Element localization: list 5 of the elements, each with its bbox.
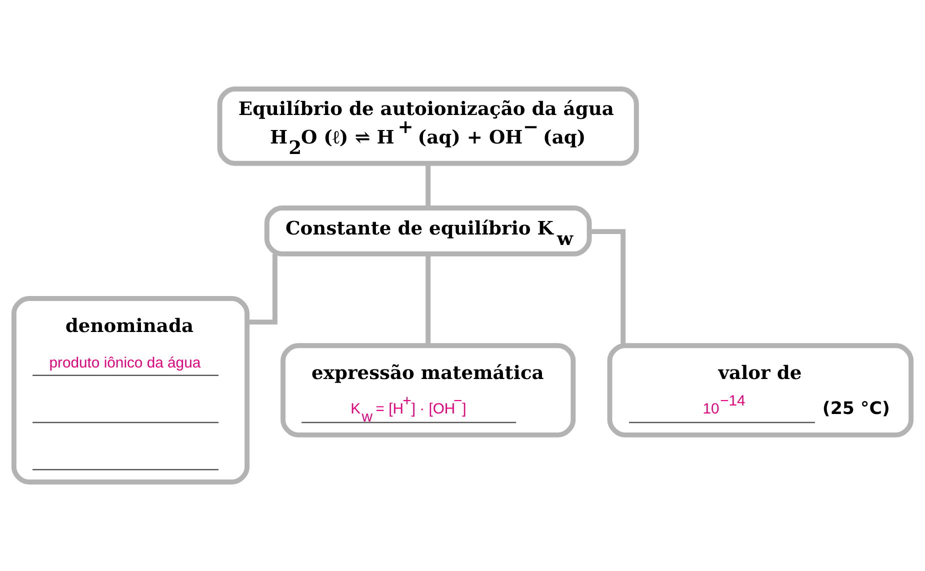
connector (590, 229, 626, 346)
node-box: denominada produto iônico da água (11, 296, 250, 485)
connector (247, 254, 278, 325)
connector (426, 254, 431, 346)
connector (426, 163, 431, 208)
